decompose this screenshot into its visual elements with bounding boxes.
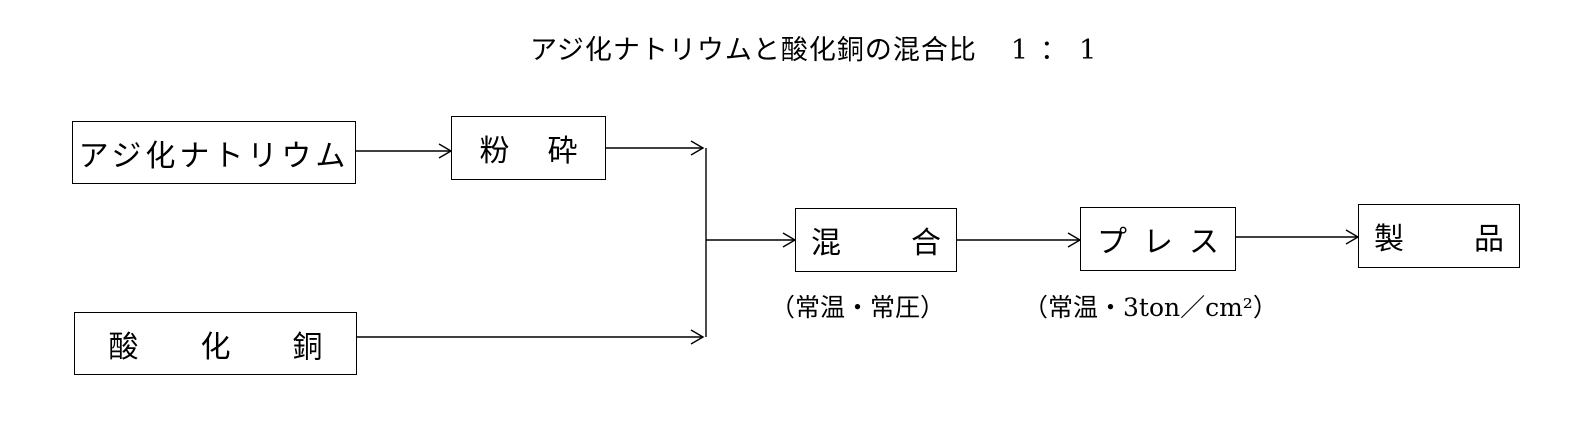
node-crushing: 粉砕 — [451, 116, 606, 180]
press-condition: （常温・3ton／cm²） — [1023, 293, 1278, 322]
node-sodium-azide: アジ化ナトリウム — [72, 121, 356, 184]
arrowhead-copper-out — [690, 329, 705, 345]
node-label: 粉砕 — [479, 134, 616, 169]
arrowhead-crushing-out — [690, 140, 705, 156]
node-press: プレス — [1080, 207, 1236, 271]
node-mixing: 混合 — [795, 208, 957, 272]
node-product: 製品 — [1358, 204, 1520, 268]
node-label: 混合 — [811, 226, 1011, 261]
mixing-condition: （常温・常圧） — [770, 293, 946, 322]
node-label: プレス — [1097, 225, 1235, 260]
mix-ratio: 1：1 — [1010, 35, 1109, 66]
title-text: アジ化ナトリウムと酸化銅の混合比 — [530, 35, 977, 66]
node-label: アジ化ナトリウム — [78, 138, 350, 174]
node-label: 製品 — [1374, 222, 1574, 257]
diagram-title: アジ化ナトリウムと酸化銅の混合比 1：1 — [530, 28, 1108, 67]
node-copper-oxide: 酸化銅 — [74, 312, 357, 375]
node-label: 酸化銅 — [108, 329, 385, 365]
